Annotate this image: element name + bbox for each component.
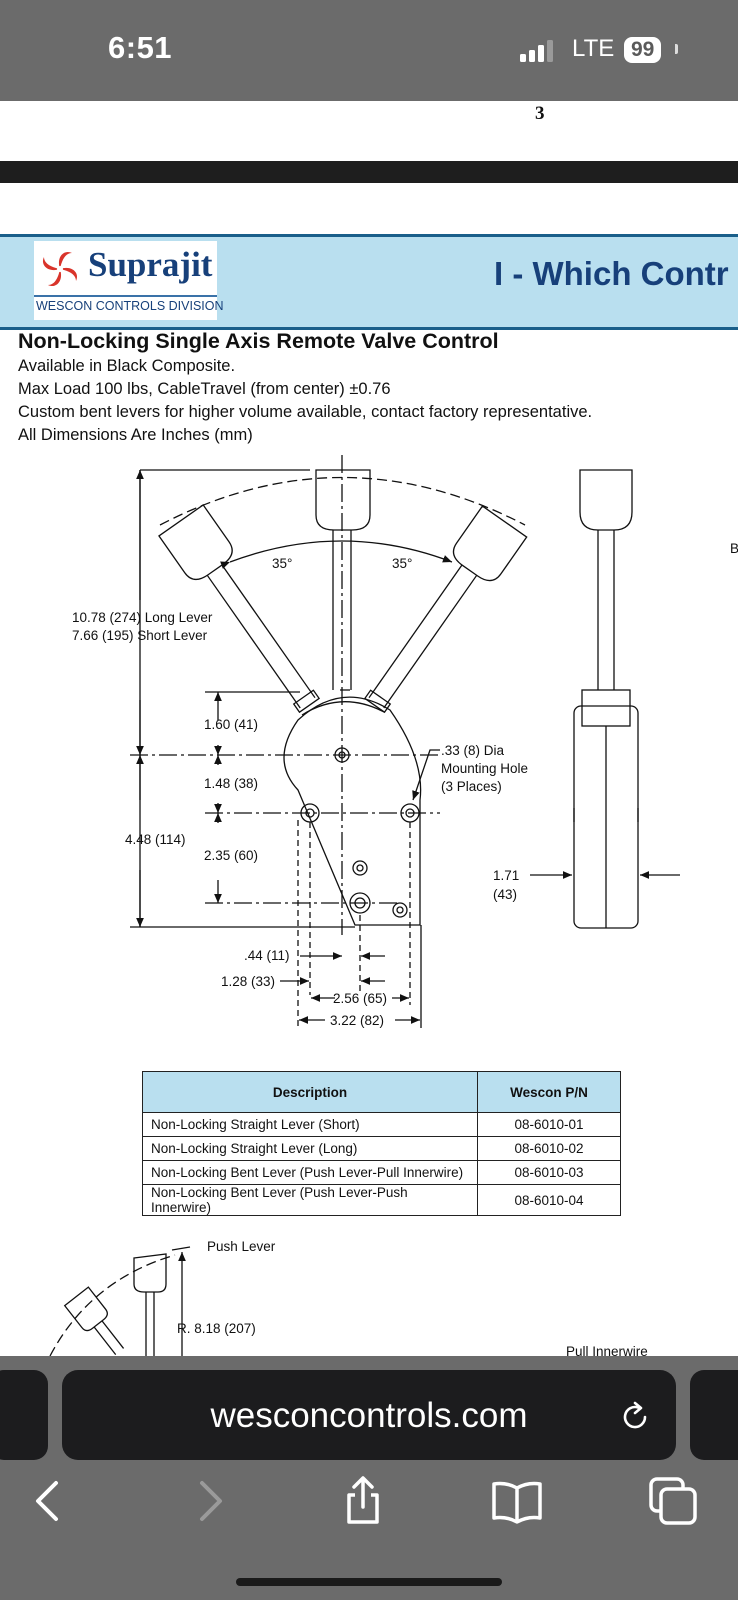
pull-innerwire-label: Pull Innerwire bbox=[566, 1344, 648, 1356]
dimension-1-60: 1.60 (41) bbox=[204, 717, 258, 732]
cropped-label: B bbox=[730, 541, 738, 556]
back-icon[interactable] bbox=[24, 1476, 74, 1526]
company-logo: Suprajit WESCON CONTROLS DIVISION bbox=[34, 241, 224, 320]
document-header: Suprajit WESCON CONTROLS DIVISION I - Wh… bbox=[0, 234, 738, 330]
address-bar[interactable]: wesconcontrols.com bbox=[62, 1370, 676, 1460]
table-header-row: Description Wescon P/N bbox=[142, 1071, 621, 1113]
brand-name: Suprajit bbox=[88, 245, 213, 284]
dimension-43mm: (43) bbox=[493, 887, 517, 902]
bent-lever-drawing: Push Lever R. 8.18 (207) Pull Innerwire bbox=[49, 1239, 648, 1356]
page-separator bbox=[0, 161, 738, 183]
cell-part-number: 08-6010-03 bbox=[477, 1160, 621, 1185]
table-row: Non-Locking Straight Lever (Long) 08-601… bbox=[142, 1136, 621, 1161]
hole-label-count: (3 Places) bbox=[441, 779, 502, 794]
status-bar: 6:51 LTE 99 bbox=[0, 0, 738, 101]
technical-drawing: 35° 35° 10.78 (274) Long Lever 7.66 (195… bbox=[72, 455, 738, 1028]
long-lever-dimension: 10.78 (274) Long Lever bbox=[72, 610, 213, 625]
browser-toolbar: wesconcontrols.com bbox=[0, 1356, 738, 1600]
column-header-part-number: Wescon P/N bbox=[477, 1071, 621, 1113]
page-number: 3 bbox=[535, 103, 545, 124]
push-lever-label: Push Lever bbox=[207, 1239, 276, 1254]
cell-description: Non-Locking Bent Lever (Push Lever-Pull … bbox=[142, 1160, 478, 1185]
network-type: LTE bbox=[572, 35, 615, 62]
dimension-1-28: 1.28 (33) bbox=[221, 974, 275, 989]
table-row: Non-Locking Bent Lever (Push Lever-Pull … bbox=[142, 1160, 621, 1185]
table-row: Non-Locking Bent Lever (Push Lever-Push … bbox=[142, 1184, 621, 1216]
table-row: Non-Locking Straight Lever (Short) 08-60… bbox=[142, 1112, 621, 1137]
cell-part-number: 08-6010-01 bbox=[477, 1112, 621, 1137]
angle-right-label: 35° bbox=[392, 556, 412, 571]
dimension-2-35: 2.35 (60) bbox=[204, 848, 258, 863]
radius-dimension: R. 8.18 (207) bbox=[177, 1321, 256, 1336]
cell-part-number: 08-6010-04 bbox=[477, 1184, 621, 1216]
short-lever-dimension: 7.66 (195) Short Lever bbox=[72, 628, 208, 643]
dimension-2-56: 2.56 (65) bbox=[333, 991, 387, 1006]
dimension-4-48: 4.48 (114) bbox=[125, 832, 186, 847]
spec-line-custom: Custom bent levers for higher volume ava… bbox=[18, 403, 593, 421]
dimension-3-22: 3.22 (82) bbox=[330, 1013, 384, 1028]
cell-description: Non-Locking Straight Lever (Long) bbox=[142, 1136, 478, 1161]
dimension-0-44: .44 (11) bbox=[244, 948, 290, 963]
dimension-1-71: 1.71 bbox=[493, 868, 519, 883]
status-time: 6:51 bbox=[108, 30, 173, 65]
document-title: Non-Locking Single Axis Remote Valve Con… bbox=[18, 329, 499, 353]
home-indicator bbox=[236, 1578, 502, 1586]
suprajit-swirl-icon bbox=[42, 251, 78, 287]
url-text[interactable]: wesconcontrols.com bbox=[210, 1396, 528, 1435]
signal-icon bbox=[520, 40, 553, 62]
previous-tab-preview[interactable] bbox=[0, 1370, 48, 1460]
battery-icon bbox=[675, 44, 678, 54]
tabs-icon[interactable] bbox=[648, 1476, 698, 1526]
division-name: WESCON CONTROLS DIVISION bbox=[36, 299, 224, 313]
dimension-1-48: 1.48 (38) bbox=[204, 776, 258, 791]
next-tab-preview[interactable] bbox=[690, 1370, 738, 1460]
bookmarks-icon[interactable] bbox=[492, 1476, 542, 1526]
spec-line-units: All Dimensions Are Inches (mm) bbox=[18, 426, 253, 444]
cell-part-number: 08-6010-02 bbox=[477, 1136, 621, 1161]
hole-label-type: Mounting Hole bbox=[441, 761, 528, 776]
angle-left-label: 35° bbox=[272, 556, 292, 571]
cell-description: Non-Locking Bent Lever (Push Lever-Push … bbox=[142, 1184, 478, 1216]
parts-table: Description Wescon P/N Non-Locking Strai… bbox=[142, 1071, 621, 1216]
spec-line-load: Max Load 100 lbs, CableTravel (from cent… bbox=[18, 380, 391, 398]
hole-label-size: .33 (8) Dia bbox=[441, 743, 505, 758]
cell-description: Non-Locking Straight Lever (Short) bbox=[142, 1112, 478, 1137]
battery-level: 99 bbox=[624, 37, 662, 63]
forward-icon[interactable] bbox=[184, 1476, 234, 1526]
reload-icon[interactable] bbox=[618, 1400, 652, 1434]
logo-divider bbox=[34, 295, 217, 297]
column-header-description: Description bbox=[142, 1071, 478, 1113]
spec-line-material: Available in Black Composite. bbox=[18, 357, 236, 375]
share-icon[interactable] bbox=[338, 1476, 388, 1526]
section-title: I - Which Contr bbox=[494, 255, 729, 292]
